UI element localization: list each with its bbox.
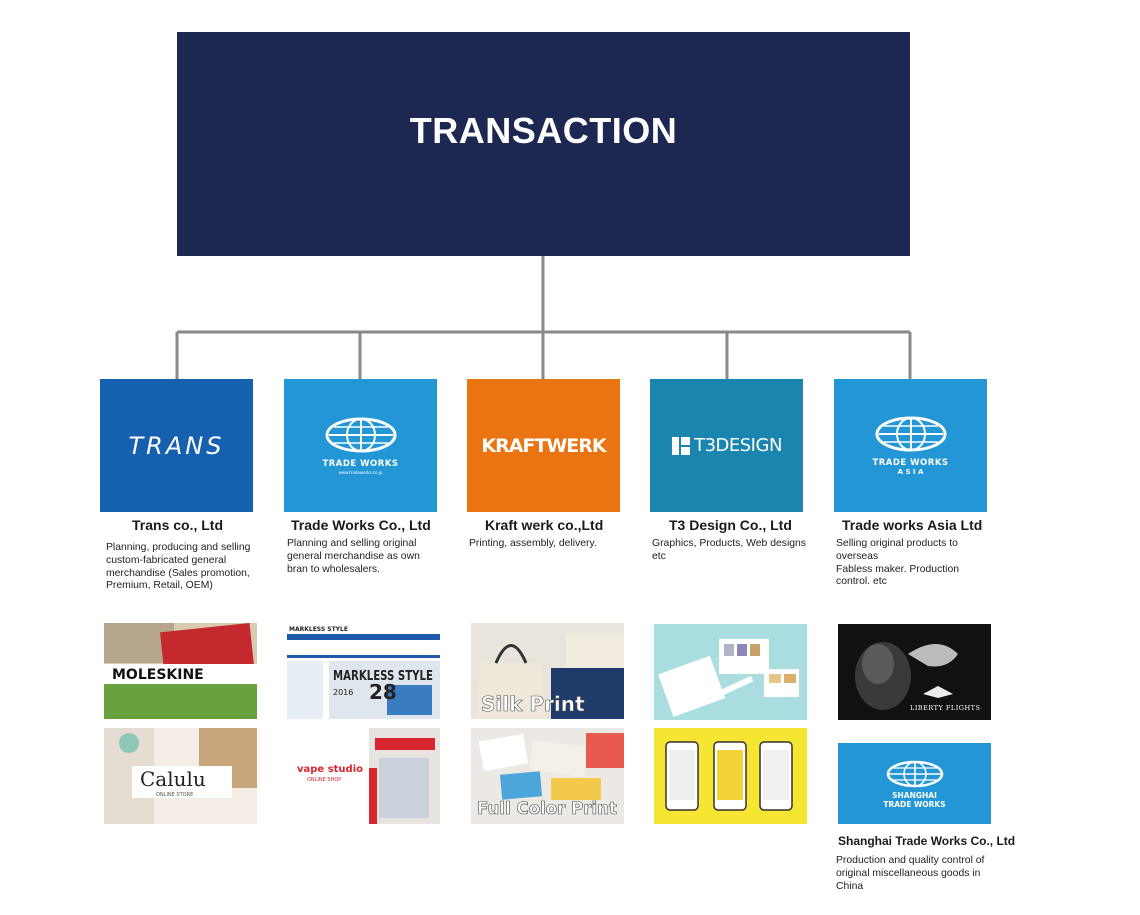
thumbnail-caption: Silk Print bbox=[481, 692, 585, 716]
thumbnail-header: MARKLESS STYLE bbox=[289, 626, 348, 633]
thumbnail-year: 2016 bbox=[333, 688, 353, 697]
company-description: Printing, assembly, delivery. bbox=[469, 538, 597, 549]
root-node: TRANSACTION bbox=[177, 32, 910, 256]
vape-studio-thumbnail: vape studio ONLINE SHOP bbox=[287, 728, 440, 824]
kraftwerk-logo: KRAFTWERK bbox=[467, 379, 620, 512]
shanghai-logo-text: SHANGHAI bbox=[892, 790, 937, 800]
company-name: T3 Design Co., Ltd bbox=[669, 517, 792, 533]
trade-works-logo: TRADE WORKS www.tradeworks.co.jp bbox=[284, 379, 437, 512]
trade-works-asia-logo-subtext: A S I A bbox=[897, 468, 924, 476]
liberty-flights-thumbnail: LIBERTY FLIGHTS bbox=[838, 624, 991, 720]
thumbnail-caption: Full Color Print bbox=[477, 799, 617, 819]
company-name: Kraft werk co.,Ltd bbox=[485, 517, 604, 533]
thumbnail-caption: vape studio bbox=[297, 764, 363, 775]
company-description: Planning, producing and selling custom-f… bbox=[106, 542, 251, 592]
company-description: Graphics, Products, Web designs etc bbox=[652, 538, 807, 562]
shanghai-trade-works-logo: SHANGHAI TRADE WORKS bbox=[838, 743, 991, 824]
calulu-thumbnail: Calulu ONLINE STORE bbox=[104, 728, 257, 824]
thumbnail-caption: Calulu bbox=[140, 767, 206, 791]
trade-works-asia-logo-text: TRADE WORKS bbox=[872, 458, 949, 468]
silk-print-thumbnail: Silk Print bbox=[471, 623, 624, 719]
company-name: Trans co., Ltd bbox=[132, 517, 224, 533]
thumbnail-subcaption: ONLINE SHOP bbox=[307, 777, 341, 783]
globe-icon bbox=[325, 417, 396, 453]
shanghai-logo-subtext: TRADE WORKS bbox=[883, 799, 946, 809]
thumbnail-caption: MARKLESS STYLE bbox=[333, 669, 433, 684]
subsidiary-name: Shanghai Trade Works Co., Ltd bbox=[838, 834, 1016, 848]
t3-mark-icon bbox=[672, 436, 691, 455]
trans-logo: TRANS bbox=[100, 379, 253, 512]
company-description: Planning and selling original general me… bbox=[287, 538, 420, 575]
company-name: Trade works Asia Ltd bbox=[842, 517, 983, 533]
moleskine-thumbnail: MOLESKINE bbox=[104, 623, 257, 719]
trade-works-logo-text: TRADE WORKS bbox=[322, 459, 399, 469]
t3design-logo: T3DESIGN bbox=[650, 379, 803, 512]
trans-logo-text: TRANS bbox=[128, 431, 225, 460]
globe-icon bbox=[886, 760, 943, 787]
mobile-app-thumbnail bbox=[654, 728, 807, 824]
kraftwerk-logo-text: KRAFTWERK bbox=[481, 434, 606, 457]
cosmetics-thumbnail bbox=[654, 624, 807, 720]
trade-works-asia-logo: TRADE WORKS A S I A bbox=[834, 379, 987, 512]
trade-works-logo-url: www.tradeworks.co.jp bbox=[338, 470, 383, 475]
thumbnail-subcaption: ONLINE STORE bbox=[156, 792, 193, 798]
company-description: Selling original products to overseas Fa… bbox=[836, 538, 960, 588]
company-name: Trade Works Co., Ltd bbox=[291, 517, 431, 533]
markless-style-thumbnail: MARKLESS STYLE MARKLESS STYLE 2016 28 bbox=[287, 623, 440, 719]
t3design-logo-text: T3DESIGN bbox=[694, 435, 782, 456]
full-color-print-thumbnail: Full Color Print bbox=[471, 728, 624, 824]
thumbnail-number: 28 bbox=[369, 680, 397, 704]
root-title: TRANSACTION bbox=[409, 110, 678, 151]
thumbnail-caption: LIBERTY FLIGHTS bbox=[910, 704, 980, 712]
thumbnail-caption: MOLESKINE bbox=[112, 667, 204, 683]
subsidiary-description: Production and quality control of origin… bbox=[836, 855, 985, 892]
globe-icon bbox=[875, 416, 946, 452]
